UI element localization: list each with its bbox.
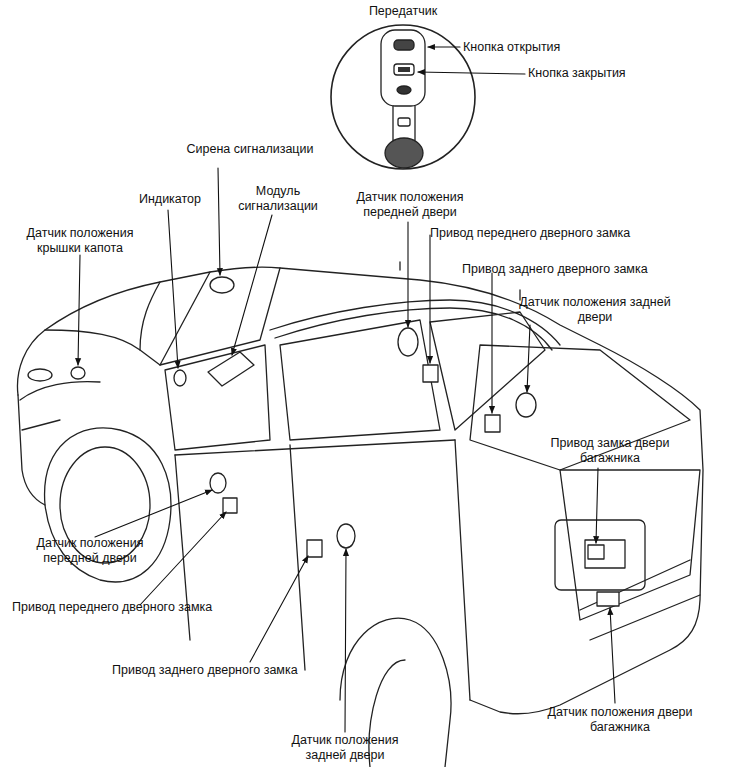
part-label: Привод замка двери багажника <box>530 436 690 466</box>
part-label: Привод переднего дверного замка <box>12 600 302 615</box>
part-label: Индикатор <box>125 192 215 207</box>
part-label: Кнопка открытия <box>463 40 613 55</box>
part-label: Привод заднего дверного замка <box>462 262 722 277</box>
part-label: Кнопка закрытия <box>528 66 678 81</box>
part-label: Привод переднего дверного замка <box>430 226 720 241</box>
part-label: Привод заднего дверного замка <box>112 663 402 678</box>
part-label: Датчик положения передней двери <box>340 190 480 220</box>
part-label: Сирена сигнализации <box>160 142 340 157</box>
part-label: Датчик положения крышки капота <box>10 226 150 256</box>
part-label: Передатчик <box>353 4 453 19</box>
part-label: Датчик положения двери багажника <box>535 705 705 735</box>
part-label: Датчик положения задней двери <box>275 733 415 763</box>
part-label: Модуль сигнализации <box>228 184 328 214</box>
part-label: Датчик положения передней двери <box>20 536 160 566</box>
part-label: Датчик положения задней двери <box>515 295 675 325</box>
